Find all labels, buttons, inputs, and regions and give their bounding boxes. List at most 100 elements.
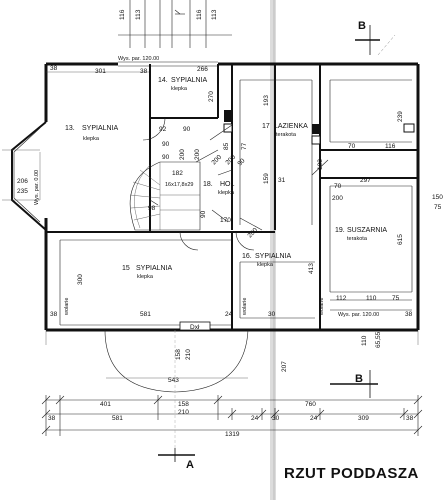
dim-70b: 70 [334, 183, 342, 190]
dim-top-116b: 116 [196, 9, 203, 20]
dim-200a: 200 [179, 149, 186, 160]
room-19-name: SUSZARNIA [347, 227, 387, 234]
room-13-name: SYPIALNIA [82, 125, 119, 132]
dim-182: 182 [172, 170, 183, 177]
page-fold-shadow [270, 0, 276, 500]
room-13-number: 13. [65, 125, 75, 132]
dim-98: 98 [148, 205, 156, 212]
dim-170: 170 [220, 217, 231, 224]
note-okna3: wolarie [319, 298, 325, 316]
dim-90b: 90 [162, 141, 170, 148]
room-15-name: SYPIALNIA [136, 265, 173, 272]
dim-200d: 200 [224, 154, 237, 167]
section-b-top-label: B [358, 20, 366, 32]
dim-90c: 90 [162, 154, 170, 161]
left-bay-window [2, 121, 47, 231]
dim-bottom-760: 760 [305, 401, 316, 408]
chimney-flue-1 [224, 110, 232, 122]
dim-38-bl: 38 [50, 311, 58, 318]
staircase [129, 161, 201, 231]
dim-235: 235 [17, 188, 28, 195]
note-dxl: Dxł [190, 324, 200, 331]
dim-116: 116 [385, 143, 396, 150]
room-16-number: 16. [242, 253, 252, 260]
note-window-top: Wys. par. 120.00 [118, 56, 159, 62]
dim-38-tr: 38 [140, 68, 148, 75]
note-window-right: Wys. par. 120.00 [338, 312, 379, 318]
dim-bottom-38a: 38 [48, 415, 56, 422]
room-14-floor: klepka [171, 86, 188, 92]
exterior-walls [44, 61, 420, 332]
section-b-top-marker [355, 25, 380, 55]
room-15-floor: klepka [137, 274, 154, 280]
dim-206: 206 [17, 178, 28, 185]
dim-top-113a: 113 [135, 9, 142, 20]
dim-bottom-309: 309 [358, 415, 369, 422]
dim-6555: 65,55 [375, 331, 382, 348]
dim-150: 150 [432, 194, 443, 201]
dim-bottom-24: 24 [251, 415, 259, 422]
dim-200e: 200 [332, 195, 343, 202]
dim-207: 207 [281, 361, 288, 372]
section-a-marker [158, 330, 195, 462]
dim-103: 103 [317, 159, 324, 170]
room-17-floor: terakota [276, 132, 297, 138]
dim-210: 210 [185, 349, 192, 360]
dim-70a: 70 [348, 143, 356, 150]
note-okna2: wolarie [242, 298, 248, 316]
dim-90d: 90 [236, 157, 246, 167]
room-18-number: 18. [203, 181, 213, 188]
dim-38-tl: 38 [50, 65, 58, 72]
room-14-number: 14. [158, 77, 168, 84]
vent-box [403, 123, 415, 133]
note-okna1: wolarie [64, 298, 70, 316]
drawing-title: RZUT PODDASZA [284, 465, 419, 482]
dim-200c: 200 [210, 154, 223, 167]
room-18-name: HOL [220, 181, 235, 188]
section-b-cut-line [377, 34, 396, 56]
dim-85: 85 [223, 142, 230, 150]
bottom-dimension-chains [41, 395, 423, 436]
dim-75b: 75 [392, 295, 400, 302]
dim-75: 75 [434, 204, 442, 211]
dim-24a: 24 [225, 311, 233, 318]
dim-581: 581 [140, 311, 151, 318]
chimney-flue-3 [312, 124, 320, 134]
section-a-label: A [186, 459, 194, 471]
dim-300: 300 [77, 274, 84, 285]
section-b-mid-marker [330, 370, 378, 398]
dim-615: 615 [397, 234, 404, 245]
dim-bottom-210: 210 [178, 409, 189, 416]
interior-walls [46, 64, 418, 330]
dim-bottom-158: 158 [178, 401, 189, 408]
dim-159: 159 [263, 173, 270, 184]
dim-543: 543 [168, 377, 179, 384]
dim-top-116a: 116 [119, 9, 126, 20]
dim-bottom-581: 581 [112, 415, 123, 422]
dim-110v: 110 [361, 335, 368, 346]
room-16-floor: klepka [257, 262, 274, 268]
section-b-mid-label: B [355, 373, 363, 385]
dim-bottom-24b: 24 [310, 415, 318, 422]
dim-112: 112 [336, 295, 347, 302]
dim-77: 77 [241, 142, 248, 150]
dim-301: 301 [95, 68, 106, 75]
dim-90a: 90 [183, 126, 191, 133]
dim-193: 193 [263, 95, 270, 106]
dim-31: 31 [278, 177, 286, 184]
dim-bottom-1319: 1319 [225, 431, 240, 438]
top-dimension-ticks [118, 0, 232, 48]
dim-92: 92 [159, 126, 167, 133]
chimney-flue-4 [311, 135, 321, 145]
dim-297: 297 [360, 177, 371, 184]
room-15-number: 15 [122, 265, 130, 272]
room-17-name: ŁAZIENKA [274, 123, 308, 130]
room-19-number: 19. [335, 227, 345, 234]
dim-bottom-38b: 38 [406, 415, 414, 422]
room-17-number: 17 [262, 123, 270, 130]
doors [142, 117, 329, 251]
dim-90e: 90 [200, 210, 207, 218]
dim-413: 413 [308, 263, 315, 274]
room-16-name: SYPIALNIA [255, 253, 292, 260]
